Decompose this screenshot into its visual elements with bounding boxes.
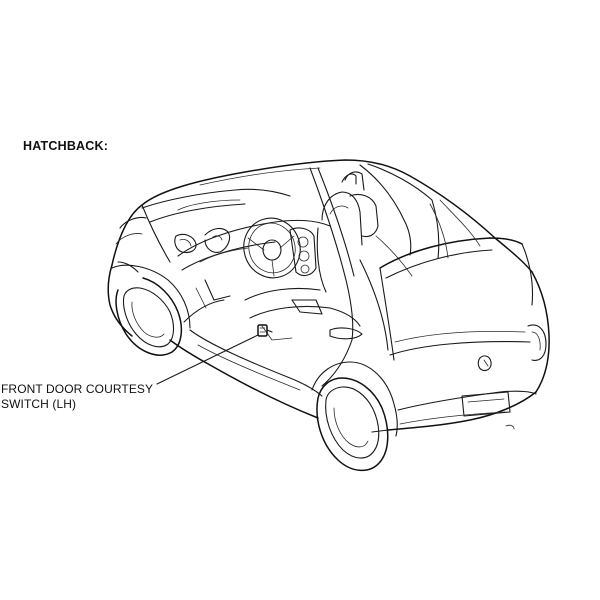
tail-light [527,324,547,361]
rear-bumper [397,390,537,430]
variant-label: HATCHBACK: [23,139,109,153]
car-body-outline [107,159,550,433]
windshield [141,188,291,263]
rear-side-window [359,163,440,351]
side-mirror [174,233,197,254]
rear-hatch [379,199,534,361]
callout-leader-line [156,334,259,385]
callout-line-1: FRONT DOOR COURTESY [1,382,154,396]
rear-emblem [477,355,492,372]
center-console [244,287,363,341]
front-wheel [111,264,191,356]
rear-wheel [311,361,398,472]
front-door [189,167,355,397]
dashboard [177,219,331,309]
callout-line-2: SWITCH (LH) [1,397,77,411]
door-courtesy-switch [257,324,273,337]
instrument-cluster [289,227,317,277]
front-fender [115,216,225,323]
roof-details [199,167,357,186]
callout-front-door-courtesy-switch: FRONT DOOR COURTESY SWITCH (LH) [1,382,153,412]
seats [316,171,379,293]
